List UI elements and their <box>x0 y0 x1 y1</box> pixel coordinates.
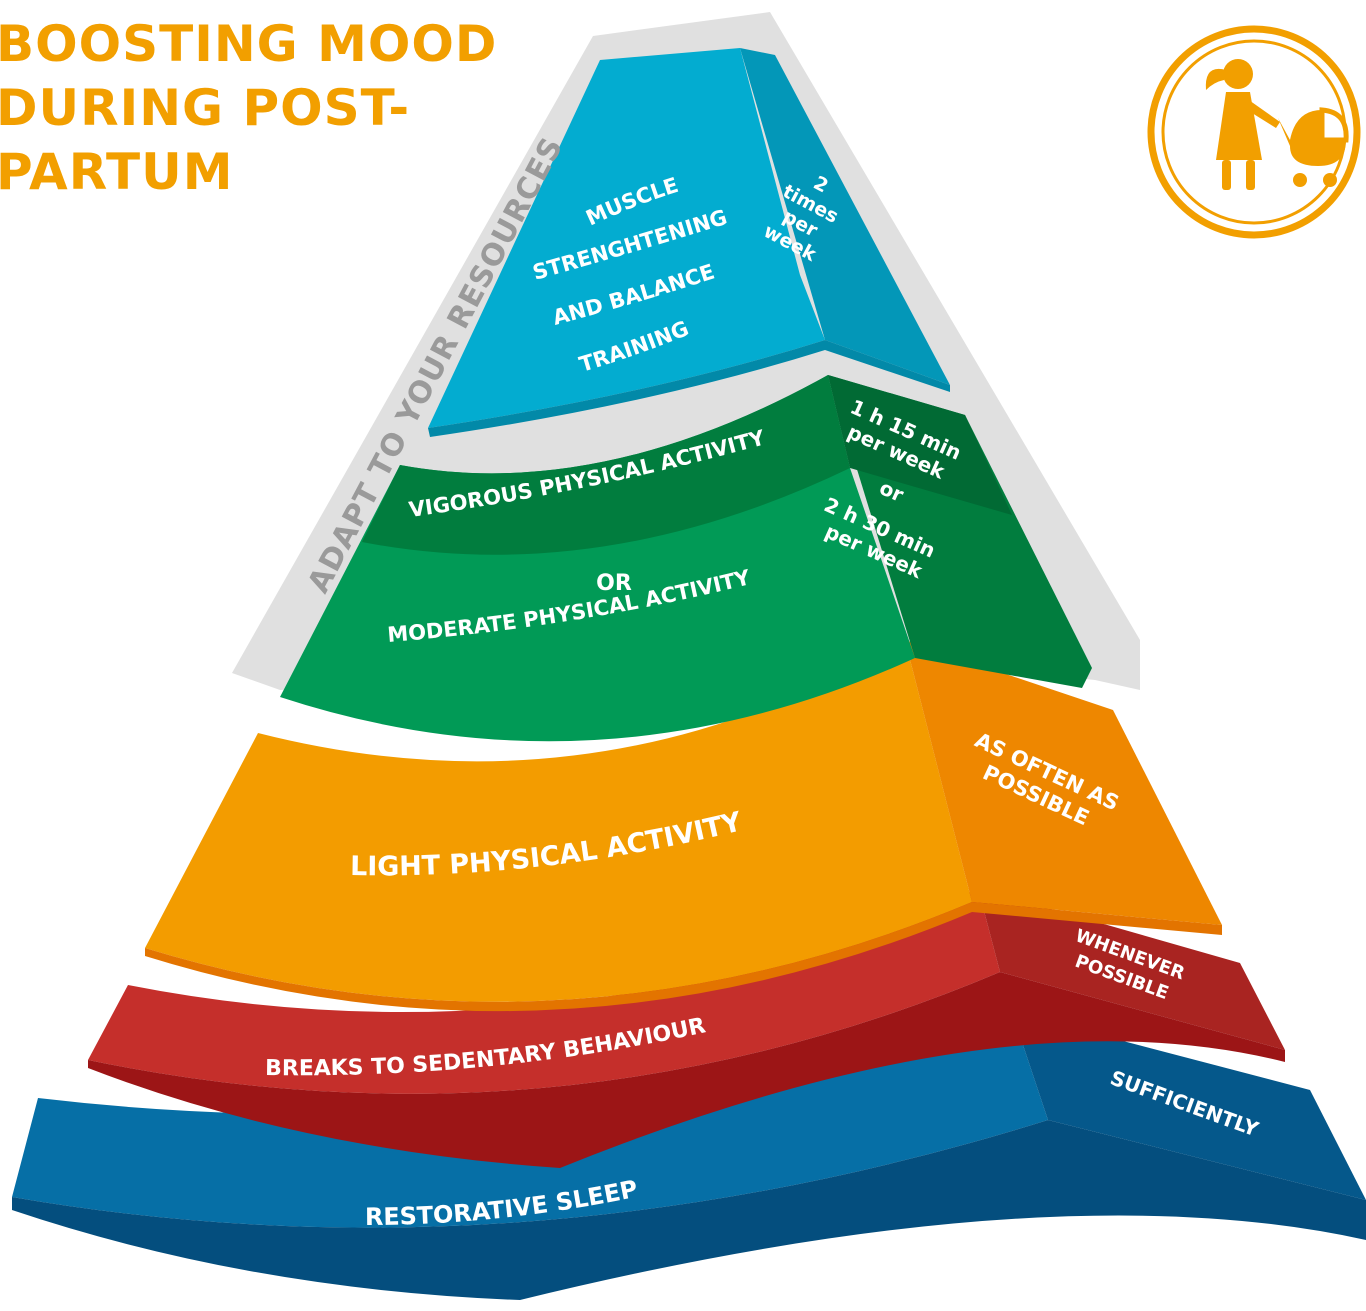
light-tier-front <box>145 640 972 1002</box>
muscle-tier-side <box>740 48 950 385</box>
light-tier-side <box>905 640 1222 925</box>
light-tier-under <box>145 902 1222 1012</box>
sleep-tier-side <box>1012 1012 1366 1200</box>
title-line-2: DURING POST- <box>0 79 411 137</box>
title-line-1: BOOSTING MOOD <box>0 15 498 73</box>
sleep-tier-under <box>12 1120 1366 1300</box>
title-line-3: PARTUM <box>0 143 234 201</box>
page-title: BOOSTING MOOD DURING POST- PARTUM <box>0 12 497 204</box>
breaks-tier-under <box>88 972 1285 1168</box>
breaks-tier-side <box>978 888 1285 1050</box>
mother-with-stroller-icon <box>1147 25 1361 239</box>
aerobic-tier-top-band <box>362 375 850 555</box>
muscle-tier-under <box>428 340 950 437</box>
muscle-tier-front <box>428 48 825 428</box>
aerobic-or-label: OR <box>596 571 632 596</box>
breaks-tier-front <box>88 888 1000 1094</box>
aerobic-tier-side-band <box>828 375 1012 515</box>
